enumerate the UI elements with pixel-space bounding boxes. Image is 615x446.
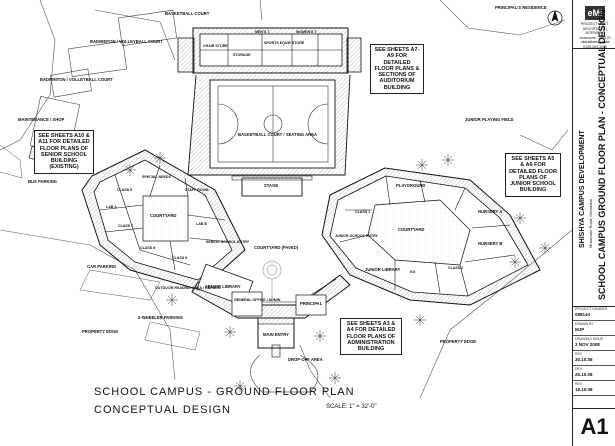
project-location: Mussoorie Road, Dehradun — [588, 199, 593, 248]
sheet-number-box: A1 — [573, 408, 615, 446]
label-paved-courtyard: COURTYARD (PAVED) — [254, 245, 299, 250]
label-womens-toilet: WOMEN'S T — [296, 30, 317, 34]
label-general-office: GENERAL OFFICE / ADMIN — [234, 298, 281, 302]
label-kg: KG — [410, 270, 416, 274]
drawing-title-bar: SCHOOL CAMPUS - GROUND FLOOR PLAN CONCEP… — [8, 380, 568, 440]
note-auditorium: SEE SHEETS A7-A9 FOR DETAILED FLOOR PLAN… — [370, 44, 424, 95]
label-staff-room: STAFF ROOM — [185, 188, 209, 192]
label-junior-library: JUNIOR LIBRARY — [365, 267, 401, 272]
project-name: SHISHYA CAMPUS DEVELOPMENT — [579, 130, 586, 248]
sheet-title-vertical: SHISHYA CAMPUS DEVELOPMENT Mussoorie Roa… — [573, 9, 615, 307]
label-mens-toilet: MEN'S T — [255, 30, 270, 34]
trees — [124, 152, 551, 392]
label-junior-playing-field: JUNIOR PLAYING FIELD — [465, 117, 514, 122]
label-property-edge-2: PROPERTY EDGE — [440, 339, 476, 344]
label-property-edge-1: PROPERTY EDGE — [82, 329, 118, 334]
site-lines — [0, 0, 572, 398]
label-basketball-court: BASKETBALL COURT — [165, 11, 210, 16]
drawing-scale: SCALE: 1" = 32'-0" — [326, 404, 377, 410]
label-lab-a: LAB A — [106, 205, 117, 209]
label-nursery-b: NURSERY B — [478, 241, 503, 246]
label-car-parking: CAR PARKING — [87, 264, 117, 269]
label-class-8: CLASS 8 — [140, 246, 156, 250]
label-class-1: CLASS 1 — [355, 210, 371, 214]
firm-details: PROJECT MNGT. ARCHITECTS | INTERIORS mus… — [579, 22, 611, 49]
label-outdoor-reading: OUTDOOR READING AREA / GARDEN — [155, 286, 221, 290]
label-stage: STAGE — [264, 183, 279, 188]
note-senior-school: SEE SHEETS A10 & A11 FOR DETAILED FLOOR … — [34, 130, 94, 174]
north-arrow-icon — [547, 9, 563, 26]
label-lab-b: LAB B — [196, 222, 207, 226]
label-junior-courtyard: COURTYARD — [398, 227, 425, 232]
note-junior-school: SEE SHEETS A5 & A6 FOR DETAILED FLOOR PL… — [505, 153, 561, 197]
firm-logo-mark: eMi — [585, 6, 605, 20]
label-badminton-2: BADMINTON / VOLLEYBALL COURT — [40, 77, 113, 82]
drop-off-road — [250, 354, 319, 393]
label-drop-off: DROP-OFF AREA — [288, 357, 323, 362]
note-administration: SEE SHEETS A3 & A4 FOR DETAILED FLOOR PL… — [340, 318, 402, 356]
label-senior-courtyard: COURTYARD — [150, 213, 177, 218]
label-class-7: CLASS 7 — [118, 224, 134, 228]
label-two-wheeler-parking: 2-WHEELER PARKING — [138, 315, 183, 320]
sheet-number: A1 — [580, 414, 609, 439]
connecting-wings — [191, 263, 351, 358]
parking-areas — [0, 144, 201, 351]
drawing-title: SCHOOL CAMPUS - GROUND FLOOR PLAN — [94, 386, 355, 398]
floor-plan-drawing — [0, 0, 572, 398]
label-nursery-a: NURSERY A — [478, 209, 503, 214]
firm-logo: eMi PROJECT MNGT. ARCHITECTS | INTERIORS… — [573, 0, 615, 49]
label-sports-equip: SPORTS EQUIP STORE — [264, 41, 305, 45]
label-senior-school-entry: SENIOR SCHOOL ENTRY — [206, 240, 250, 244]
label-class-9: CLASS 9 — [172, 256, 188, 260]
drawing-subtitle: CONCEPTUAL DESIGN — [94, 404, 232, 416]
label-principal: PRINCIPAL — [300, 301, 323, 306]
label-special-needs: SPECIAL NEEDS — [142, 175, 171, 179]
junior-school-building — [321, 167, 541, 306]
label-class-2: CLASS 2 — [448, 266, 464, 270]
label-chair-store: CHAIR STORE — [203, 44, 228, 48]
central-paved-courtyard — [262, 260, 282, 300]
label-basketball-seating: BASKETBALL COURT / SEATING AREA — [238, 132, 318, 137]
label-junior-school-entry: JUNIOR SCHOOL ENTRY — [335, 234, 378, 238]
label-playground: PLAYGROUND — [396, 183, 426, 188]
label-badminton-1: BADMINTON / VOLLEYBALL COURT — [90, 39, 163, 44]
label-principal-residence: PRINCIPAL'S RESIDENCE — [495, 5, 547, 10]
label-class-5: CLASS 5 — [117, 188, 133, 192]
label-storage: STORAGE — [233, 53, 251, 57]
label-senior-library: SENIOR LIBRARY — [205, 284, 241, 289]
sheet-title: SCHOOL CAMPUS GROUND FLOOR PLAN - CONCEP… — [597, 9, 607, 300]
label-main-entry: MAIN ENTRY — [263, 332, 289, 337]
label-bus-parking: BUS PARKING — [28, 179, 58, 184]
auditorium-building — [177, 27, 362, 197]
title-block: eMi PROJECT MNGT. ARCHITECTS | INTERIORS… — [572, 0, 615, 446]
senior-school-building — [81, 149, 246, 291]
label-maintenance-shop: MAINTENANCE / SHOP — [18, 117, 65, 122]
